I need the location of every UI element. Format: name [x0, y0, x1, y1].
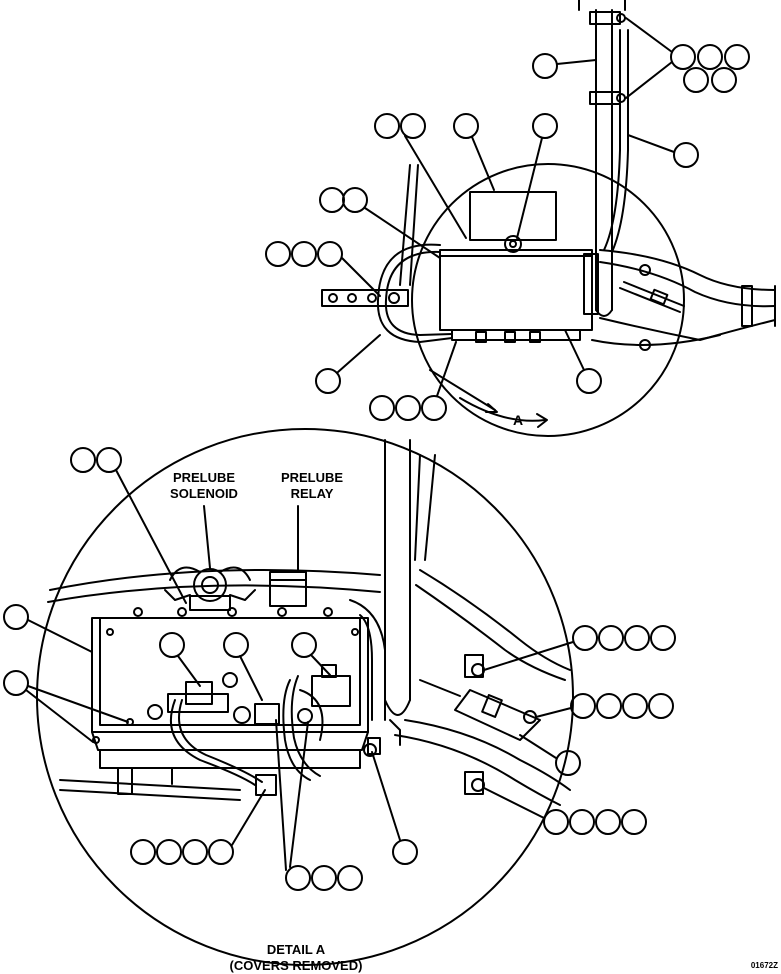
- right-fittings: [363, 654, 541, 795]
- terminal-strip: [321, 289, 409, 307]
- callout-balloon: [182, 839, 208, 865]
- callout-balloon: [342, 187, 368, 213]
- figure-id: 01672Z: [751, 961, 778, 970]
- callout-balloon: [265, 241, 291, 267]
- junction-box-detail: [91, 607, 369, 796]
- callout-balloon: [291, 632, 317, 658]
- callout-balloon: [130, 839, 156, 865]
- callout-balloon: [453, 113, 479, 139]
- detail-subtitle: (COVERS REMOVED): [230, 958, 363, 973]
- detail-title: DETAIL A: [267, 942, 326, 957]
- right-wire-harness: [591, 249, 776, 351]
- callout-group-top: [265, 17, 750, 421]
- callout-balloon: [648, 693, 674, 719]
- callout-balloon: [208, 839, 234, 865]
- prelube-solenoid-label-line1: PRELUBE: [173, 470, 235, 485]
- detail-a-view: [3, 428, 676, 966]
- callout-balloon: [392, 839, 418, 865]
- callout-balloon: [724, 44, 750, 70]
- callout-balloon: [650, 625, 676, 651]
- callout-balloon: [395, 395, 421, 421]
- prelube-relay: [269, 571, 307, 607]
- pressure-switch-right: [233, 664, 351, 725]
- detail-ref-letter: A: [513, 412, 523, 428]
- callout-balloon: [223, 632, 249, 658]
- callout-balloon: [337, 865, 363, 891]
- callout-balloon: [595, 809, 621, 835]
- callout-balloon: [670, 44, 696, 70]
- callout-balloon: [572, 625, 598, 651]
- callout-balloon: [319, 187, 345, 213]
- callout-balloon: [156, 839, 182, 865]
- callout-balloon: [621, 809, 647, 835]
- callout-balloon: [317, 241, 343, 267]
- callout-balloon: [3, 670, 29, 696]
- callout-balloon: [543, 809, 569, 835]
- callout-balloon: [532, 53, 558, 79]
- left-wires: [376, 164, 453, 343]
- callout-balloon: [291, 241, 317, 267]
- prelube-relay-label-line2: RELAY: [291, 486, 334, 501]
- callout-balloon: [570, 693, 596, 719]
- detail-a-circle-marker: [411, 163, 685, 437]
- callout-balloon: [569, 809, 595, 835]
- callout-balloon: [421, 395, 447, 421]
- callout-balloon: [624, 625, 650, 651]
- callout-balloon: [374, 113, 400, 139]
- callout-group-detail: [3, 447, 676, 891]
- top-view: A: [265, 0, 776, 437]
- callout-balloon: [70, 447, 96, 473]
- callout-balloon: [711, 67, 737, 93]
- prelube-solenoid-label-line2: SOLENOID: [170, 486, 238, 501]
- callout-balloon: [532, 113, 558, 139]
- background-cables: [47, 439, 571, 806]
- detail-a-circle: [36, 428, 574, 966]
- vertical-tube: [578, 0, 629, 317]
- pressure-switch-left: [147, 672, 238, 720]
- callout-balloon: [96, 447, 122, 473]
- callout-balloon: [311, 865, 337, 891]
- junction-box-top: [439, 249, 599, 343]
- prelube-relay-label-line1: PRELUBE: [281, 470, 343, 485]
- internal-wires: [170, 675, 324, 786]
- callout-balloon: [622, 693, 648, 719]
- relay-cover: [469, 191, 557, 253]
- callout-balloon: [369, 395, 395, 421]
- callout-balloon: [673, 142, 699, 168]
- callout-balloon: [598, 625, 624, 651]
- callout-balloon: [555, 750, 581, 776]
- callout-balloon: [697, 44, 723, 70]
- detail-arrow: [429, 369, 548, 428]
- callout-balloon: [596, 693, 622, 719]
- callout-balloon: [683, 67, 709, 93]
- callout-balloon: [315, 368, 341, 394]
- callout-balloon: [159, 632, 185, 658]
- callout-balloon: [3, 604, 29, 630]
- callout-balloon: [576, 368, 602, 394]
- callout-balloon: [400, 113, 426, 139]
- callout-balloon: [285, 865, 311, 891]
